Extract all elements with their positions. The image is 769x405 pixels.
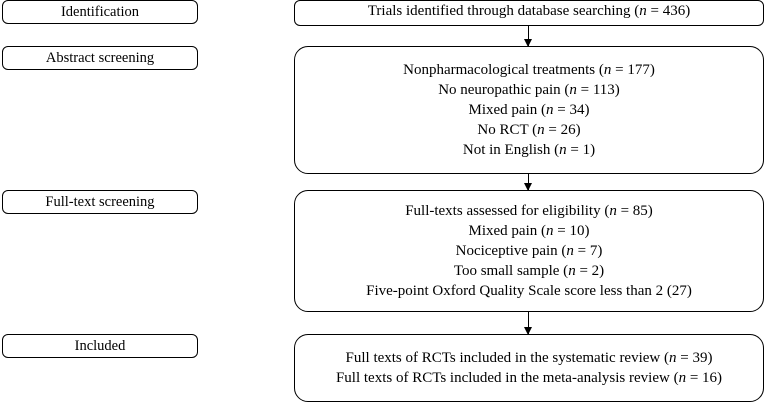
- n-symbol: n: [609, 203, 617, 219]
- box-line: Full-texts assessed for eligibility (n =…: [405, 201, 653, 221]
- stage-abstract-screening: Abstract screening: [2, 46, 198, 70]
- stage-included: Included: [2, 334, 198, 358]
- n-symbol: n: [546, 102, 554, 118]
- n-symbol: n: [639, 3, 647, 19]
- n-symbol: n: [669, 350, 677, 366]
- box-line: Mixed pain (n = 34): [469, 100, 590, 120]
- line-text: Five-point Oxford Quality Scale score le…: [366, 283, 692, 299]
- line-text: No neuropathic pain (: [438, 82, 570, 98]
- line-text: Full texts of RCTs included in the meta-…: [335, 370, 679, 386]
- arrow-fulltext-to-included: [524, 312, 532, 335]
- line-count: = 34): [553, 102, 590, 118]
- line-count: = 16): [686, 370, 723, 386]
- n-symbol: n: [537, 122, 545, 138]
- box-line: Full texts of RCTs included in the meta-…: [336, 368, 722, 388]
- box-line: Not in English (n = 1): [463, 140, 595, 160]
- box-line: Too small sample (n = 2): [454, 261, 604, 281]
- box-line: Full texts of RCTs included in the syste…: [346, 348, 713, 368]
- box-line: Five-point Oxford Quality Scale score le…: [366, 281, 692, 301]
- line-count: = 39): [676, 350, 713, 366]
- box-identified: Trials identified through database searc…: [294, 0, 764, 26]
- n-symbol: n: [568, 263, 576, 279]
- line-text: Full texts of RCTs included in the syste…: [345, 350, 669, 366]
- line-text: Full-texts assessed for eligibility (: [405, 203, 610, 219]
- box-line: No RCT (n = 26): [477, 120, 580, 140]
- box-line: Mixed pain (n = 10): [469, 221, 590, 241]
- line-text: Too small sample (: [453, 263, 569, 279]
- n-symbol: n: [569, 82, 577, 98]
- box-included: Full texts of RCTs included in the syste…: [294, 334, 764, 402]
- box-line: Nonpharmacological treatments (n = 177): [403, 60, 655, 80]
- line-text: Mixed pain (: [468, 223, 546, 239]
- n-symbol: n: [603, 62, 612, 78]
- line-count: = 26): [544, 122, 581, 138]
- stage-fulltext-screening: Full-text screening: [2, 190, 198, 214]
- line-text: Mixed pain (: [468, 102, 546, 118]
- line-text: Trials identified through database searc…: [367, 3, 640, 19]
- line-text: Not in English (: [462, 142, 560, 158]
- line-count: = 10): [553, 223, 590, 239]
- n-symbol: n: [559, 142, 567, 158]
- n-symbol: n: [546, 223, 554, 239]
- line-text: Nonpharmacological treatments (: [403, 62, 604, 78]
- arrow-identified-to-abstract: [524, 26, 532, 47]
- identified-line: Trials identified through database searc…: [295, 1, 763, 21]
- box-line: No neuropathic pain (n = 113): [438, 80, 620, 100]
- stage-identification: Identification: [2, 0, 198, 24]
- n-symbol: n: [566, 243, 574, 259]
- line-count: = 177): [611, 62, 655, 78]
- line-count: = 113): [576, 82, 620, 98]
- line-count: = 436): [646, 3, 691, 19]
- line-text: No RCT (: [477, 122, 538, 138]
- box-fulltext: Full-texts assessed for eligibility (n =…: [294, 190, 764, 312]
- box-line: Nociceptive pain (n = 7): [456, 241, 603, 261]
- arrow-abstract-to-fulltext: [524, 174, 532, 191]
- box-abstract-excluded: Nonpharmacological treatments (n = 177)N…: [294, 46, 764, 174]
- line-count: = 85): [616, 203, 653, 219]
- n-symbol: n: [678, 370, 687, 386]
- line-count: = 2): [575, 263, 605, 279]
- line-count: = 1): [566, 142, 596, 158]
- line-count: = 7): [573, 243, 603, 259]
- line-text: Nociceptive pain (: [455, 243, 567, 259]
